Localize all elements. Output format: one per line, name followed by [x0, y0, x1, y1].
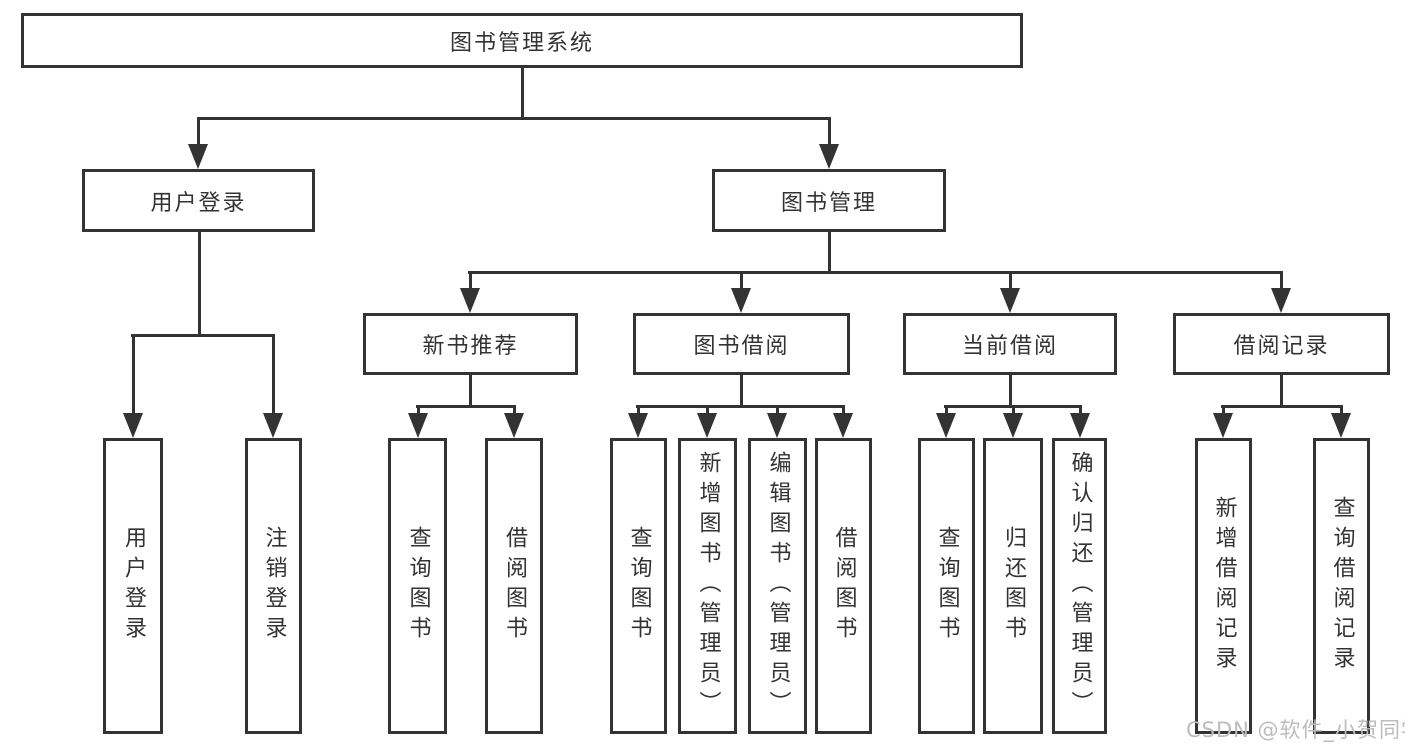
connector-drop	[272, 334, 275, 413]
leaf-return-books: 归还图书	[983, 438, 1043, 734]
arrow-down-icon	[1003, 413, 1023, 438]
connector-trunk	[521, 68, 524, 120]
connector-drop	[1079, 405, 1082, 413]
arrow-down-icon	[504, 413, 524, 438]
leaf-borrow-books-recommend: 借阅图书	[485, 438, 543, 734]
connector-rail	[1221, 405, 1343, 408]
connector-drop	[1009, 271, 1012, 288]
arrow-down-icon	[408, 413, 428, 438]
arrow-down-icon	[936, 413, 956, 438]
connector-rail	[197, 117, 831, 120]
connector-rail	[416, 405, 516, 408]
arrow-down-icon	[1070, 413, 1090, 438]
connector-drop	[417, 405, 420, 413]
arrow-down-icon	[188, 144, 208, 169]
connector-drop	[945, 405, 948, 413]
connector-drop	[1012, 405, 1015, 413]
leaf-query-books-current: 查询图书	[918, 438, 975, 734]
connector-drop	[1222, 405, 1225, 413]
arrow-down-icon	[1000, 288, 1020, 313]
node-book-borrowing: 图书借阅	[633, 313, 850, 375]
node-user-login-module: 用户登录	[82, 169, 315, 232]
connector-drop	[1280, 271, 1283, 288]
arrow-down-icon	[628, 413, 648, 438]
connector-drop	[132, 334, 135, 413]
connector-drop	[197, 117, 200, 144]
leaf-query-books-recommend: 查询图书	[388, 438, 447, 734]
connector-drop	[469, 271, 472, 288]
connector-rail	[131, 334, 275, 337]
connector-drop	[842, 405, 845, 413]
leaf-add-borrow-record: 新增借阅记录	[1195, 438, 1252, 734]
connector-drop	[776, 405, 779, 413]
connector-trunk	[198, 232, 201, 337]
connector-trunk	[1280, 375, 1283, 408]
leaf-user-login: 用户登录	[103, 438, 163, 734]
node-borrowing-records: 借阅记录	[1173, 313, 1390, 375]
arrow-down-icon	[819, 144, 839, 169]
connector-drop	[740, 271, 743, 288]
connector-drop	[637, 405, 640, 413]
arrow-down-icon	[460, 288, 480, 313]
arrow-down-icon	[123, 413, 143, 438]
csdn-watermark: CSDN @软件_小贺同学	[1186, 718, 1405, 742]
arrow-down-icon	[731, 288, 751, 313]
arrow-down-icon	[263, 413, 283, 438]
node-current-borrowing: 当前借阅	[903, 313, 1117, 375]
connector-drop	[706, 405, 709, 413]
connector-trunk	[740, 375, 743, 408]
connector-trunk	[828, 232, 831, 274]
node-library-management-system: 图书管理系统	[21, 13, 1023, 68]
connector-rail	[636, 405, 845, 408]
leaf-query-books-borrowing: 查询图书	[610, 438, 667, 734]
connector-trunk	[1009, 375, 1012, 408]
leaf-confirm-return-admin: 确认归还（管理员）	[1052, 438, 1107, 734]
connector-drop	[513, 405, 516, 413]
leaf-logout: 注销登录	[245, 438, 302, 734]
connector-drop	[1340, 405, 1343, 413]
arrow-down-icon	[833, 413, 853, 438]
arrow-down-icon	[697, 413, 717, 438]
node-new-book-recommend: 新书推荐	[363, 313, 578, 375]
node-book-management-module: 图书管理	[712, 169, 946, 232]
connector-trunk	[469, 375, 472, 408]
arrow-down-icon	[1331, 413, 1351, 438]
leaf-borrow-books-borrowing: 借阅图书	[815, 438, 872, 734]
arrow-down-icon	[1271, 288, 1291, 313]
connector-drop	[828, 117, 831, 144]
leaf-add-books-admin: 新增图书（管理员）	[678, 438, 737, 734]
arrow-down-icon	[1213, 413, 1233, 438]
arrow-down-icon	[767, 413, 787, 438]
leaf-query-borrow-record: 查询借阅记录	[1313, 438, 1370, 734]
connector-rail	[468, 271, 1283, 274]
leaf-edit-books-admin: 编辑图书（管理员）	[748, 438, 807, 734]
